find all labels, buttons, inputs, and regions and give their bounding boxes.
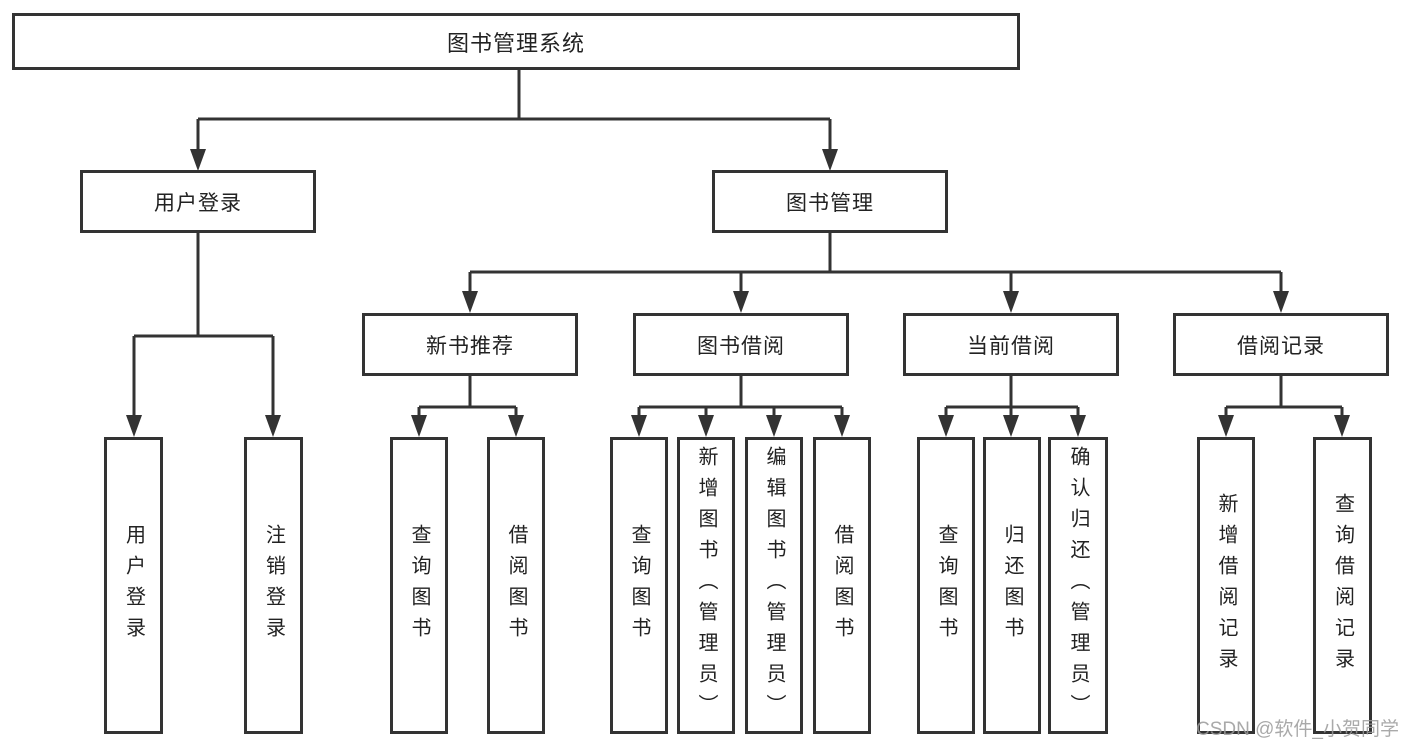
- connector-lines: [132, 70, 1344, 416]
- leaf-current-query-book-label: 查询图书: [935, 523, 957, 648]
- leaf-recommend-query-book-label: 查询图书: [408, 523, 430, 648]
- leaf-recommend-query-book: 查询图书: [390, 437, 448, 734]
- node-book-management-label: 图书管理: [786, 191, 874, 215]
- node-current-borrow-label: 当前借阅: [967, 334, 1055, 358]
- leaf-records-add-record: 新增借阅记录: [1197, 437, 1255, 734]
- leaf-records-query-record-label: 查询借阅记录: [1331, 492, 1354, 679]
- node-book-borrow-label: 图书借阅: [697, 334, 785, 358]
- leaf-recommend-borrow-book: 借阅图书: [487, 437, 545, 734]
- leaf-current-return-book-label: 归还图书: [1001, 523, 1023, 648]
- leaf-records-add-record-label: 新增借阅记录: [1215, 492, 1237, 679]
- node-book-management: 图书管理: [712, 170, 948, 233]
- node-new-book-recommend-label: 新书推荐: [426, 334, 514, 358]
- leaf-borrow-add-book-admin-label: 新增图书（管理员）: [695, 446, 717, 725]
- leaf-current-query-book: 查询图书: [917, 437, 975, 734]
- node-borrow-records: 借阅记录: [1173, 313, 1389, 376]
- leaf-logout: 注销登录: [244, 437, 303, 734]
- node-root-system: 图书管理系统: [12, 13, 1020, 70]
- leaf-current-confirm-return-admin-label: 确认归还（管理员）: [1067, 446, 1089, 725]
- leaf-borrow-add-book-admin: 新增图书（管理员）: [677, 437, 735, 734]
- node-current-borrow: 当前借阅: [903, 313, 1119, 376]
- node-borrow-records-label: 借阅记录: [1237, 334, 1325, 358]
- leaf-logout-label: 注销登录: [262, 523, 285, 648]
- leaf-borrow-borrow-book: 借阅图书: [813, 437, 871, 734]
- node-new-book-recommend: 新书推荐: [362, 313, 578, 376]
- node-user-login: 用户登录: [80, 170, 316, 233]
- node-book-borrow: 图书借阅: [633, 313, 849, 376]
- arrowhead-icons: [126, 149, 1350, 437]
- leaf-user-login-label: 用户登录: [122, 523, 145, 648]
- leaf-borrow-borrow-book-label: 借阅图书: [831, 523, 853, 648]
- node-user-login-label: 用户登录: [154, 191, 242, 215]
- leaf-borrow-query-book-label: 查询图书: [628, 523, 650, 648]
- node-root-label: 图书管理系统: [446, 30, 585, 56]
- leaf-records-query-record: 查询借阅记录: [1313, 437, 1372, 734]
- leaf-borrow-edit-book-admin: 编辑图书（管理员）: [745, 437, 803, 734]
- leaf-user-login: 用户登录: [104, 437, 163, 734]
- leaf-current-return-book: 归还图书: [983, 437, 1041, 734]
- leaf-borrow-query-book: 查询图书: [610, 437, 668, 734]
- leaf-borrow-edit-book-admin-label: 编辑图书（管理员）: [763, 446, 785, 725]
- leaf-recommend-borrow-book-label: 借阅图书: [505, 523, 527, 648]
- leaf-current-confirm-return-admin: 确认归还（管理员）: [1048, 437, 1108, 734]
- csdn-watermark: CSDN @软件_小贺同学: [1196, 719, 1399, 740]
